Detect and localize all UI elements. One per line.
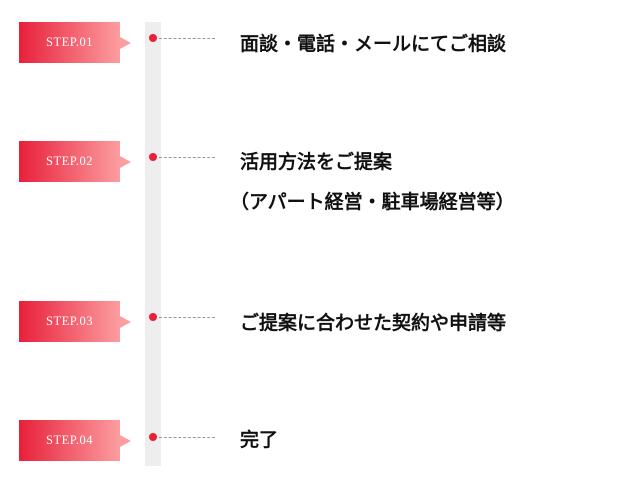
step-text: 活用方法をご提案: [240, 151, 393, 173]
timeline-track: [145, 22, 161, 466]
step-badge: STEP.02: [19, 141, 131, 182]
step-badge: STEP.04: [19, 420, 131, 461]
step-text: 面談・電話・メールにてご相談: [240, 33, 507, 55]
dashed-connector: [159, 157, 215, 158]
timeline-dot: [149, 433, 157, 441]
timeline-dot: [149, 153, 157, 161]
step-text: ご提案に合わせた契約や申請等: [240, 312, 507, 334]
dashed-connector: [159, 437, 215, 438]
step-badge: STEP.01: [19, 22, 131, 63]
step-badge: STEP.03: [19, 301, 131, 342]
dashed-connector: [159, 317, 215, 318]
step-text: 完了: [240, 429, 279, 451]
step-text-sub: （アパート経営・駐車場経営等）: [230, 191, 515, 213]
timeline-dot: [149, 34, 157, 42]
timeline-dot: [149, 313, 157, 321]
dashed-connector: [159, 38, 215, 39]
